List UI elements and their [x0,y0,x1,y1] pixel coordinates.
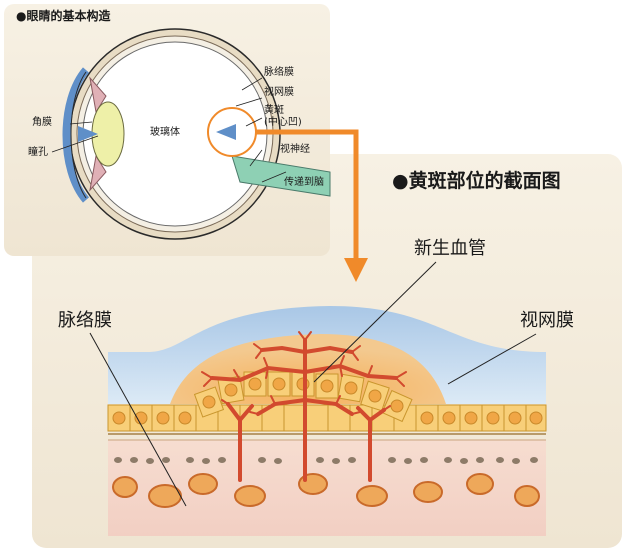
eye-label-pupil: 瞳孔 [28,147,48,158]
eyeball [62,28,331,240]
section-label-retina: 视网膜 [520,310,574,331]
choroid-dots [114,457,538,464]
eye-label-to-brain: 传递到脑 [284,177,324,188]
new-blood-vessel-twigs [201,331,407,415]
eye-label-optic-nerve: 视神经 [280,144,310,155]
eye-pointer-lines [51,77,287,183]
section-label-new-vessels: 新生血管 [414,238,486,259]
choroid-vessels [112,473,540,508]
eye-label-cornea: 角膜 [32,117,52,128]
eye-label-fovea: (中心凹) [264,117,302,128]
section-panel-title: ●黄斑部位的截面图 [392,170,561,192]
zoom-arrow [256,129,368,282]
section-label-choroid: 脉络膜 [58,310,112,331]
new-blood-vessels [210,338,398,482]
eye-panel-title: ●眼睛的基本构造 [16,9,111,23]
eye-label-vitreous: 玻璃体 [150,127,180,138]
new-vessels-pointer-line [313,261,437,383]
eye-label-choroid: 脉络膜 [264,67,294,78]
choroid-pointer-line [89,332,187,507]
eye-panel [4,4,368,282]
retina-pointer-line [447,333,537,385]
eye-label-macula: 黄斑 [264,105,284,116]
rpe-cell-row [107,404,547,432]
eye-label-retina: 视网膜 [264,87,294,98]
